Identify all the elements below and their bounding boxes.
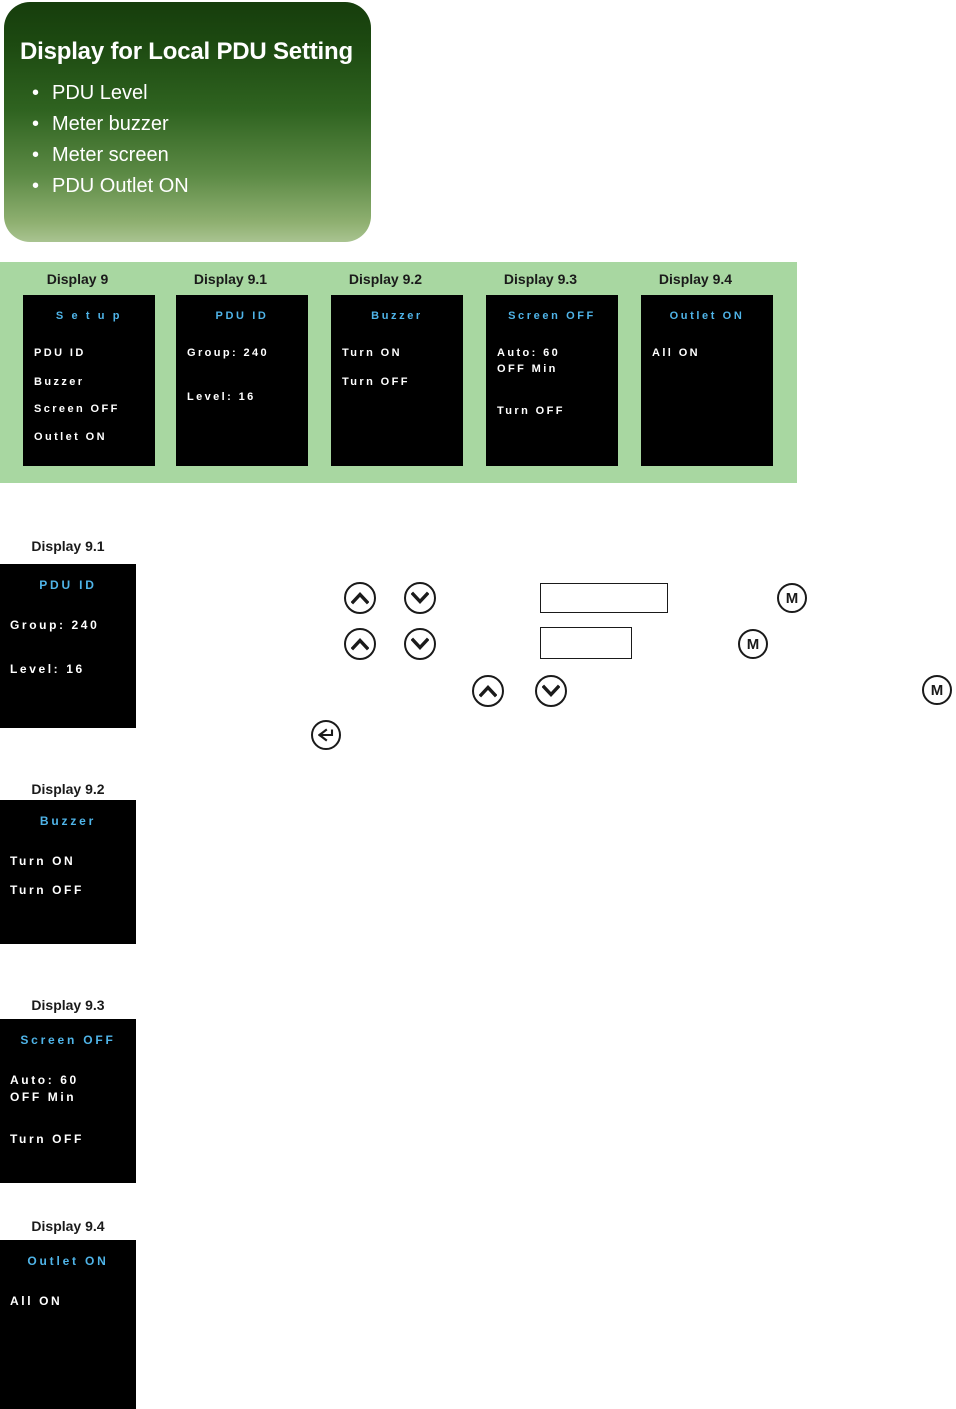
enter-arrow-icon <box>318 728 334 742</box>
lcd-line: Level: 16 <box>187 391 256 403</box>
lcd-line: OFF Min <box>497 363 558 375</box>
lcd-line: OFF Min <box>10 1090 77 1104</box>
display-sequence-strip: Display 9 S e t u p PDU ID Buzzer Screen… <box>0 262 797 483</box>
callout-bullet-item: Meter screen <box>28 140 189 171</box>
lcd-line: Auto: 60 <box>10 1073 79 1087</box>
down-chevron-button[interactable] <box>535 675 567 707</box>
lcd-screen-display-9-1: PDU ID Group: 240 Level: 16 <box>176 295 308 466</box>
lcd-line: All ON <box>652 347 701 359</box>
lcd-line: Turn OFF <box>497 405 565 417</box>
lcd-line: Turn OFF <box>10 1132 84 1146</box>
panel-label: Display 9.3 <box>31 997 105 1013</box>
lcd-line: PDU ID <box>34 347 86 359</box>
up-chevron-icon <box>479 685 497 698</box>
lcd-title: Outlet ON <box>669 310 745 322</box>
up-chevron-button[interactable] <box>344 582 376 614</box>
lcd-line: Group: 240 <box>10 618 100 632</box>
menu-button-label: M <box>746 635 760 653</box>
callout-bullet-list: PDU Level Meter buzzer Meter screen PDU … <box>28 78 189 202</box>
panel-label: Display 9.1 <box>31 538 105 554</box>
panel-label: Display 9.2 <box>31 781 105 797</box>
strip-label: Display 9.4 <box>658 271 733 287</box>
lcd-screen-panel-9-4: Outlet ON All ON <box>0 1240 136 1409</box>
lcd-screen-panel-9-2: Buzzer Turn ON Turn OFF <box>0 800 136 944</box>
lcd-title: PDU ID <box>39 578 97 592</box>
lcd-line: Level: 16 <box>10 662 85 676</box>
lcd-line: Buzzer <box>34 376 85 388</box>
menu-button[interactable]: M <box>777 583 807 613</box>
callout-bullet-item: Meter buzzer <box>28 109 189 140</box>
callout-bullet-item: PDU Level <box>28 78 189 109</box>
lcd-screen-panel-9-3: Screen OFF Auto: 60 OFF Min Turn OFF <box>0 1019 136 1183</box>
up-chevron-button[interactable] <box>472 675 504 707</box>
annotation-box <box>540 627 632 659</box>
panel-label: Display 9.4 <box>31 1218 105 1234</box>
strip-label: Display 9.2 <box>348 271 423 287</box>
strip-cell-display-9-1: Display 9.1 PDU ID Group: 240 Level: 16 <box>153 262 308 483</box>
strip-label: Display 9 <box>46 271 109 287</box>
strip-cell-display-9-4: Display 9.4 Outlet ON All ON <box>618 262 773 483</box>
down-chevron-button[interactable] <box>404 582 436 614</box>
down-chevron-icon <box>542 684 560 697</box>
lcd-title: Screen OFF <box>20 1033 116 1047</box>
lcd-screen-display-9-2: Buzzer Turn ON Turn OFF <box>331 295 463 466</box>
lcd-line: Auto: 60 <box>497 347 561 359</box>
strip-cell-display-9-3: Display 9.3 Screen OFF Auto: 60 OFF Min … <box>463 262 618 483</box>
lcd-screen-display-9-3: Screen OFF Auto: 60 OFF Min Turn OFF <box>486 295 618 466</box>
menu-button[interactable]: M <box>922 675 952 705</box>
lcd-title: Buzzer <box>39 814 97 828</box>
lcd-title: Outlet ON <box>27 1254 109 1268</box>
up-chevron-icon <box>351 592 369 605</box>
strip-label: Display 9.1 <box>193 271 268 287</box>
down-chevron-icon <box>411 591 429 604</box>
lcd-line: Turn OFF <box>10 883 84 897</box>
up-chevron-button[interactable] <box>344 628 376 660</box>
lcd-line: All ON <box>10 1294 63 1308</box>
lcd-title: Buzzer <box>371 310 423 322</box>
lcd-screen-panel-9-1: PDU ID Group: 240 Level: 16 <box>0 564 136 728</box>
down-chevron-icon <box>411 637 429 650</box>
strip-cell-display-9-2: Display 9.2 Buzzer Turn ON Turn OFF <box>308 262 463 483</box>
down-chevron-button[interactable] <box>404 628 436 660</box>
strip-label: Display 9.3 <box>503 271 578 287</box>
callout-bullet-item: PDU Outlet ON <box>28 171 189 202</box>
up-chevron-icon <box>351 638 369 651</box>
menu-button-label: M <box>930 681 944 699</box>
lcd-screen-display-9-4: Outlet ON All ON <box>641 295 773 466</box>
annotation-box <box>540 583 668 613</box>
enter-button[interactable] <box>311 720 341 750</box>
lcd-line: Turn OFF <box>342 376 410 388</box>
lcd-line: Outlet ON <box>34 431 107 443</box>
callout-title: Display for Local PDU Setting <box>20 38 353 65</box>
lcd-line: Group: 240 <box>187 347 270 359</box>
lcd-title: PDU ID <box>215 310 269 322</box>
lcd-line: Turn ON <box>10 854 76 868</box>
strip-cell-display-9: Display 9 S e t u p PDU ID Buzzer Screen… <box>0 262 155 483</box>
lcd-title: S e t u p <box>55 310 123 322</box>
lcd-screen-display-9: S e t u p PDU ID Buzzer Screen OFF Outle… <box>23 295 155 466</box>
lcd-line: Screen OFF <box>34 403 120 415</box>
menu-button-label: M <box>785 589 799 607</box>
lcd-line: Turn ON <box>342 347 402 359</box>
pdu-setting-callout: Display for Local PDU Setting PDU Level … <box>4 2 371 242</box>
lcd-title: Screen OFF <box>508 310 596 322</box>
menu-button[interactable]: M <box>738 629 768 659</box>
